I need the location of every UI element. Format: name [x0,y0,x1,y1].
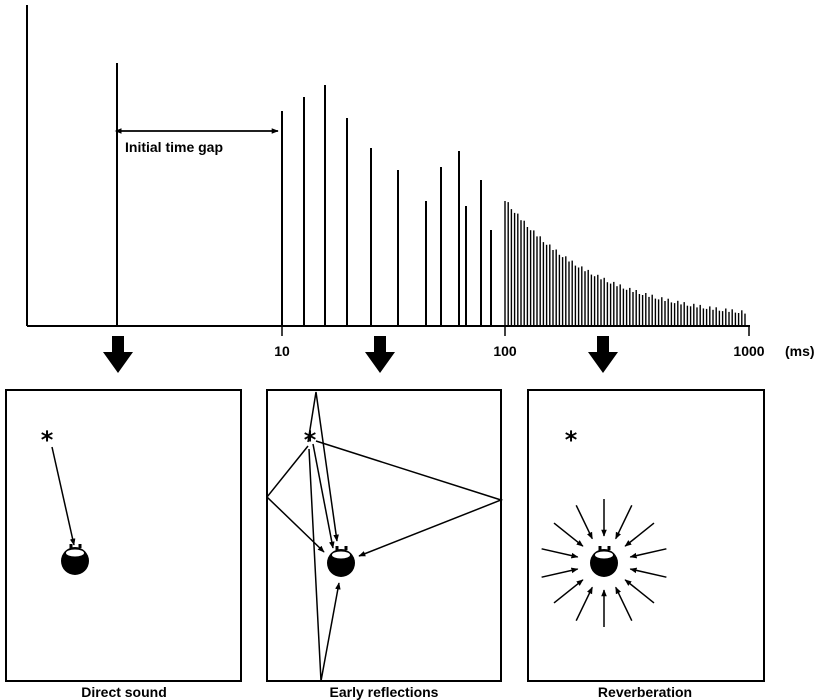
listener-head-icon [590,546,618,577]
panel-caption-reverb: Reverberation [598,684,692,700]
diffuse-arrow [553,579,584,604]
panel-early-reflections: * Early reflections [265,389,504,700]
diffuse-arrow [615,504,633,540]
tick-label-100: 100 [493,343,517,359]
diffuse-arrow [541,548,579,559]
direct-ray [51,446,76,546]
diffuse-arrow [624,522,655,547]
listener-head-icon [61,544,89,575]
down-arrows [103,336,618,373]
diffuse-arrow [624,579,655,604]
reflection-impulses [281,85,746,326]
down-arrow-reverb [588,336,618,373]
tick-label-10: 10 [274,343,290,359]
listener-head-icon [327,546,355,577]
reflection-rays [265,391,504,682]
diffuse-arrow [575,504,593,540]
source-asterisk: * [565,426,578,454]
diffuse-arrow [553,522,584,547]
tick-label-1000: 1000 [733,343,764,359]
diffuse-arrow [629,567,667,578]
diffuse-arrow [615,586,633,622]
diffuse-arrow [629,548,667,559]
diffuse-arrow [575,586,593,622]
axis-unit: (ms) [785,343,815,359]
axis-ticks [281,326,750,336]
down-arrow-direct [103,336,133,373]
diffuse-arrow [541,567,579,578]
panel-caption-direct: Direct sound [81,684,167,700]
panel-reverberation: * Reverberation [527,389,765,700]
panel-direct-sound: * Direct sound [5,389,242,700]
down-arrow-early [365,336,395,373]
impulse-response-plot: 10 100 1000 (ms) Initial time gap [26,5,815,359]
panel-caption-early: Early reflections [330,684,439,700]
diffuse-arrows [541,499,667,627]
initial-time-gap-label: Initial time gap [125,139,223,155]
source-asterisk: * [41,426,54,454]
